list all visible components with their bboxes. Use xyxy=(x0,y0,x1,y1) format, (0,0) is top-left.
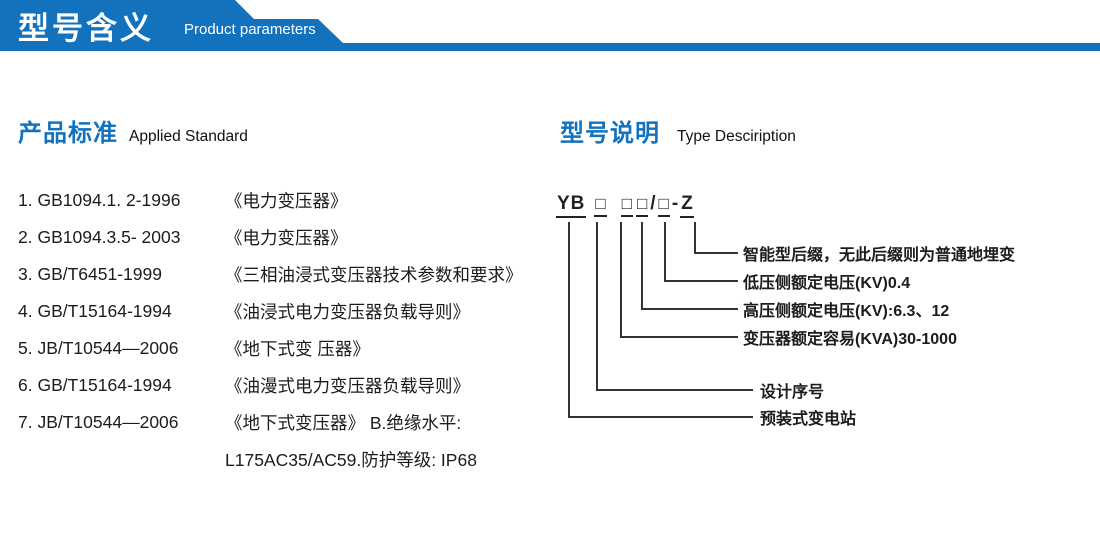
page-subtitle: Product parameters xyxy=(184,21,316,38)
standard-continuation: L175AC35/AC59.防护等级: IP68 xyxy=(225,450,477,470)
model-code: YB □ □ □ / □ - Z xyxy=(556,193,694,218)
model-label-hv-voltage: 高压侧额定电压(KV):6.3、12 xyxy=(743,303,950,320)
standard-row: 5. JB/T10544—2006 《地下式变 压器》 xyxy=(18,330,558,367)
model-label-smart-suffix: 智能型后缀，无此后缀则为普通地埋变 xyxy=(743,247,1016,264)
standard-row-continuation: L175AC35/AC59.防护等级: IP68 xyxy=(18,441,558,478)
model-part-suffix: Z xyxy=(680,193,694,218)
standard-code: 2. GB1094.3.5- 2003 xyxy=(18,227,181,247)
model-part-box2: □ xyxy=(620,194,633,217)
model-part-prefix: YB xyxy=(556,193,587,218)
model-label-capacity: 变压器额定容易(KVA)30-1000 xyxy=(743,331,957,348)
model-label-design-number: 设计序号 xyxy=(760,384,825,401)
model-label-prefab-substation: 预装式变电站 xyxy=(760,411,857,428)
standard-code: 4. GB/T15164-1994 xyxy=(18,301,172,321)
standard-code: 1. GB1094.1. 2-1996 xyxy=(18,190,181,210)
model-heading-cn: 型号说明 xyxy=(560,120,660,147)
standards-list: 1. GB1094.1. 2-1996 《电力变压器》 2. GB1094.3.… xyxy=(18,182,558,478)
standard-title: 《电力变压器》 xyxy=(225,228,348,248)
standard-title: 《油浸式电力变压器负载导则》 xyxy=(225,302,470,322)
standard-code: 5. JB/T10544—2006 xyxy=(18,338,179,358)
standard-row: 4. GB/T15164-1994 《油浸式电力变压器负载导则》 xyxy=(18,293,558,330)
standard-title: 《三相油浸式变压器技术参数和要求》 xyxy=(225,265,523,285)
model-section-heading: 型号说明 Type Desciription xyxy=(560,113,796,148)
standard-code: 7. JB/T10544—2006 xyxy=(18,412,179,432)
standard-row: 7. JB/T10544—2006 《地下式变压器》 B.绝缘水平: xyxy=(18,404,558,441)
standards-heading-en: Applied Standard xyxy=(129,128,248,145)
model-label-lv-voltage: 低压侧额定电压(KV)0.4 xyxy=(743,275,911,292)
standard-title: 《油漫式电力变压器负载导则》 xyxy=(225,376,470,396)
standards-heading-cn: 产品标准 xyxy=(18,120,118,147)
page-title: 型号含义 xyxy=(18,11,154,46)
standard-row: 3. GB/T6451-1999 《三相油浸式变压器技术参数和要求》 xyxy=(18,256,558,293)
standard-title: 《地下式变压器》 B.绝缘水平: xyxy=(225,413,462,433)
standard-row: 2. GB1094.3.5- 2003 《电力变压器》 xyxy=(18,219,558,256)
standard-title: 《地下式变 压器》 xyxy=(225,339,370,359)
model-part-box4: □ xyxy=(657,194,670,217)
header-banner-shape xyxy=(0,0,1100,51)
standard-row: 6. GB/T15164-1994 《油漫式电力变压器负载导则》 xyxy=(18,367,558,404)
standard-code: 3. GB/T6451-1999 xyxy=(18,264,162,284)
model-part-dash: - xyxy=(671,193,679,214)
standard-row: 1. GB1094.1. 2-1996 《电力变压器》 xyxy=(18,182,558,219)
model-heading-en: Type Desciription xyxy=(677,128,796,145)
model-part-box1: □ xyxy=(594,194,607,217)
model-part-box3: □ xyxy=(635,194,649,217)
standard-title: 《电力变压器》 xyxy=(225,191,348,211)
model-part-slash: / xyxy=(650,193,656,214)
standards-section-heading: 产品标准 Applied Standard xyxy=(18,113,248,148)
standard-code: 6. GB/T15164-1994 xyxy=(18,375,172,395)
